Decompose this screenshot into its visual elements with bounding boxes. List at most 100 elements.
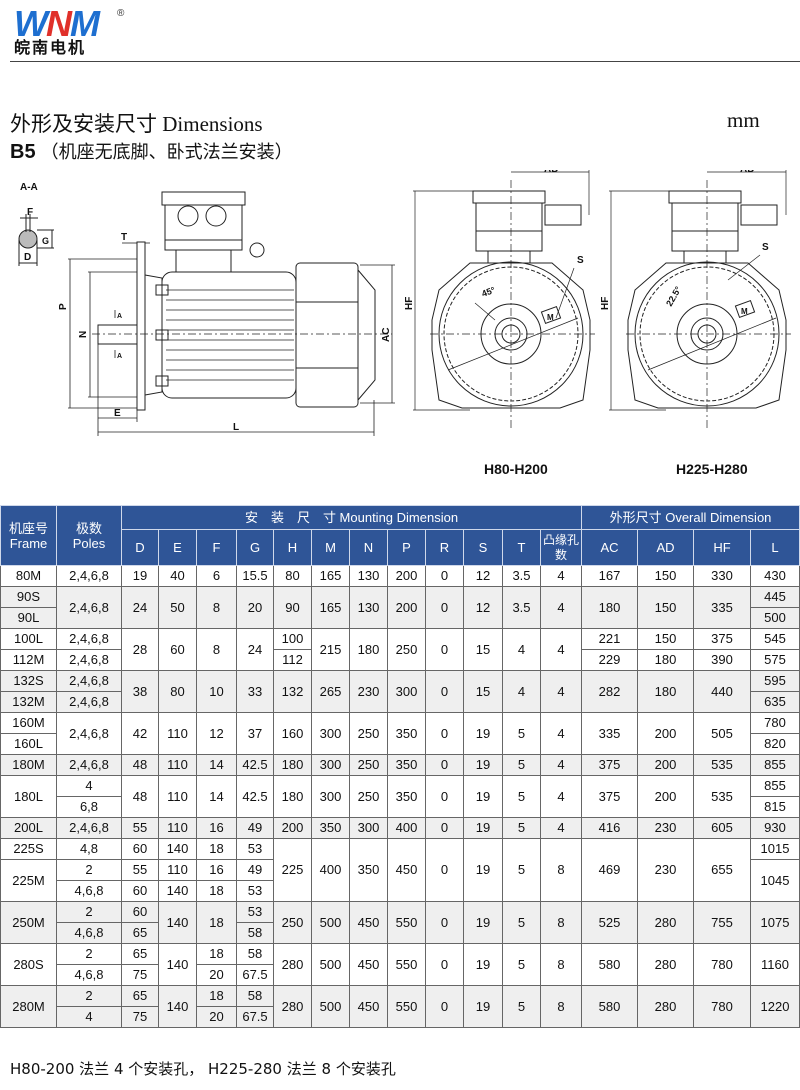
table-cell: 4 (540, 775, 582, 818)
table-cell: 60 (121, 901, 159, 923)
table-cell: 265 (311, 670, 350, 713)
svg-text:P: P (58, 303, 69, 310)
table-cell: 18 (196, 838, 237, 860)
table-cell: 180 (273, 775, 312, 818)
table-cell: 110 (158, 754, 197, 776)
svg-text:HF: HF (404, 297, 415, 310)
table-cell: 180 (273, 754, 312, 776)
table-cell: 655 (693, 838, 751, 902)
table-cell: 282 (581, 670, 638, 713)
table-cell: 550 (387, 985, 426, 1028)
table-cell: 400 (387, 817, 426, 839)
table-cell: 53 (236, 901, 274, 923)
table-cell: 0 (425, 985, 464, 1028)
table-cell: 450 (387, 838, 426, 902)
header-col: 凸缘孔数 (540, 529, 582, 566)
table-cell: 4 (540, 565, 582, 587)
table-cell: 60 (158, 628, 197, 671)
mounting-type: B5 （机座无底脚、卧式法兰安装） (10, 138, 293, 164)
table-cell: 580 (581, 985, 638, 1028)
table-cell: 4 (502, 628, 541, 671)
svg-text:AD: AD (740, 170, 754, 175)
table-cell: 605 (693, 817, 751, 839)
table-cell: 132M (0, 691, 57, 713)
table-cell: 24 (121, 586, 159, 629)
table-cell: 635 (749, 691, 800, 713)
table-cell: 75 (121, 964, 159, 986)
table-cell: 48 (121, 754, 159, 776)
table-cell: 90S (0, 586, 57, 608)
table-cell: 2 (56, 985, 122, 1007)
header-mounting: 安 装 尺 寸 Mounting Dimension (121, 505, 582, 530)
table-cell: 20 (196, 1006, 237, 1028)
table-cell: 230 (637, 838, 694, 902)
table-cell: 140 (158, 880, 197, 902)
svg-text:A: A (117, 313, 122, 320)
table-cell: 400 (311, 838, 350, 902)
unit-label: mm (727, 108, 760, 132)
table-cell: 4 (540, 817, 582, 839)
header-col: AC (581, 529, 638, 566)
table-cell: 20 (196, 964, 237, 986)
header-col: H (273, 529, 312, 566)
table-cell: 200 (637, 754, 694, 776)
mounting-code: B5 (10, 141, 36, 163)
table-cell: 14 (196, 754, 237, 776)
table-cell: 58 (236, 943, 274, 965)
table-cell: 55 (121, 817, 159, 839)
view2-caption: H225-H280 (676, 461, 748, 477)
svg-text:L: L (233, 422, 239, 433)
table-cell: 469 (581, 838, 638, 902)
header-col: D (121, 529, 159, 566)
table-cell: 38 (121, 670, 159, 713)
table-cell: 0 (425, 586, 464, 629)
table-cell: 280S (0, 943, 57, 986)
header-col: S (463, 529, 503, 566)
table-cell: 300 (311, 775, 350, 818)
table-cell: 130 (349, 586, 388, 629)
table-cell: 4,6,8 (56, 880, 122, 902)
table-cell: 2,4,6,8 (56, 586, 122, 629)
table-cell: 280 (273, 985, 312, 1028)
header-col: F (196, 529, 237, 566)
table-cell: 0 (425, 838, 464, 902)
table-cell: 5 (502, 901, 541, 944)
table-cell: 4,8 (56, 838, 122, 860)
table-cell: 19 (463, 943, 503, 986)
svg-text:T: T (121, 232, 127, 243)
table-cell: 230 (637, 817, 694, 839)
table-cell: 755 (693, 901, 751, 944)
table-cell: 200L (0, 817, 57, 839)
table-cell: 250 (349, 775, 388, 818)
table-cell: 4 (540, 586, 582, 629)
side-view (92, 191, 392, 411)
table-cell: 225M (0, 859, 57, 902)
table-cell: 110 (158, 859, 197, 881)
table-cell: 1045 (749, 859, 800, 902)
table-cell: 200 (387, 565, 426, 587)
table-cell: 42.5 (236, 775, 274, 818)
table-cell: 110 (158, 775, 197, 818)
table-cell: 55 (121, 859, 159, 881)
table-cell: 375 (693, 628, 751, 650)
mounting-desc: （机座无底脚、卧式法兰安装） (40, 142, 293, 162)
table-cell: 450 (349, 901, 388, 944)
svg-text:45°: 45° (480, 285, 497, 299)
table-cell: 815 (749, 796, 800, 818)
table-cell: 2,4,6,8 (56, 565, 122, 587)
svg-text:D: D (24, 252, 31, 263)
svg-text:M: M (741, 307, 748, 316)
table-cell: 4 (56, 775, 122, 797)
table-cell: 19 (463, 838, 503, 902)
table-cell: 2,4,6,8 (56, 628, 122, 650)
table-cell: 12 (463, 565, 503, 587)
table-cell: 12 (463, 586, 503, 629)
table-cell: 450 (349, 985, 388, 1028)
table-cell: 350 (387, 775, 426, 818)
